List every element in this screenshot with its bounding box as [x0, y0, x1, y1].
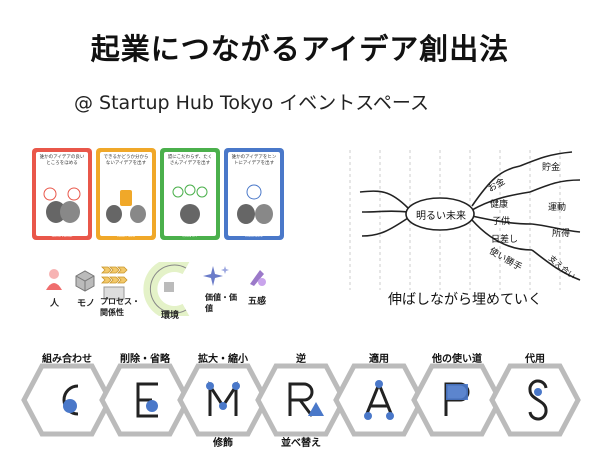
mindmap-center: 明るい未来: [416, 211, 466, 222]
card-footer: GOOD PRAISE: [51, 234, 73, 238]
card-text: 誰かのアイデアの良いところをほめる: [39, 155, 85, 166]
senses-icon: [250, 270, 266, 286]
card-illustration-icon: [237, 184, 273, 224]
scamper-label: 代用: [525, 354, 545, 365]
element-label-value: 価値・価値: [205, 293, 237, 313]
element-label-process: プロセス・関係性: [100, 297, 140, 317]
scamper-hexagons: [21, 363, 581, 437]
mindmap-diagram: [349, 150, 581, 290]
scamper-label: 組み合わせ: [42, 354, 92, 365]
cube-icon: [75, 270, 95, 292]
card-illustration-icon: [172, 184, 208, 224]
card-text: できるかどうか分からないアイデアを出す: [103, 155, 149, 166]
card-text: 盟にこだわらず、たくさんアイデアを出す: [167, 155, 213, 166]
card-illustration-icon: [106, 190, 146, 223]
page-subtitle: @ Startup Hub Tokyo イベントスペース: [74, 92, 429, 114]
scamper-label: 拡大・縮小: [198, 354, 248, 365]
mindmap-branch: 健康: [490, 200, 509, 210]
mindmap-branch: 運動: [548, 203, 567, 213]
element-label-thing: モノ: [77, 299, 96, 309]
scamper-label: 削除・省略: [120, 354, 170, 365]
mindmap-caption: 伸ばしながら埋めていく: [388, 292, 542, 308]
person-icon: [46, 269, 62, 290]
card-footer: QUANTITY: [182, 234, 198, 238]
scamper-label: 適用: [369, 354, 389, 365]
sparkle-icon: [203, 266, 229, 286]
card-footer: CRAZY IDEA: [116, 234, 136, 238]
mindmap-branch: 日差し: [491, 235, 519, 245]
scamper-label: 他の使い道: [432, 354, 482, 365]
card-piggyback: 誰かのアイデアをヒントにアイデアを出す PIGGYBACK: [224, 148, 284, 240]
scamper-bottom-label: 並べ替え: [281, 438, 321, 449]
mindmap-branch: 貯金: [542, 163, 561, 173]
element-label-person: 人: [50, 299, 60, 309]
element-label-environment: 環境: [161, 311, 180, 321]
card-good: 誰かのアイデアの良いところをほめる GOOD PRAISE: [32, 148, 92, 240]
environment-arc-icon: [143, 262, 190, 316]
element-label-senses: 五感: [248, 297, 267, 307]
card-footer: PIGGYBACK: [245, 234, 263, 238]
scamper-label: 逆: [296, 354, 306, 365]
card-quantity: 盟にこだわらず、たくさんアイデアを出す QUANTITY: [160, 148, 220, 240]
scamper-bottom-label: 修飾: [213, 438, 233, 449]
card-illustration-icon: [43, 187, 81, 223]
mindmap-branch: 所得: [552, 229, 571, 239]
page-title: 起業につながるアイデア創出法: [90, 32, 510, 66]
card-text: 誰かのアイデアをヒントにアイデアを出す: [231, 155, 277, 166]
mindmap-branch: 子供: [492, 217, 511, 227]
card-crazy: できるかどうか分からないアイデアを出す CRAZY IDEA: [96, 148, 156, 240]
process-icon: [101, 266, 128, 300]
